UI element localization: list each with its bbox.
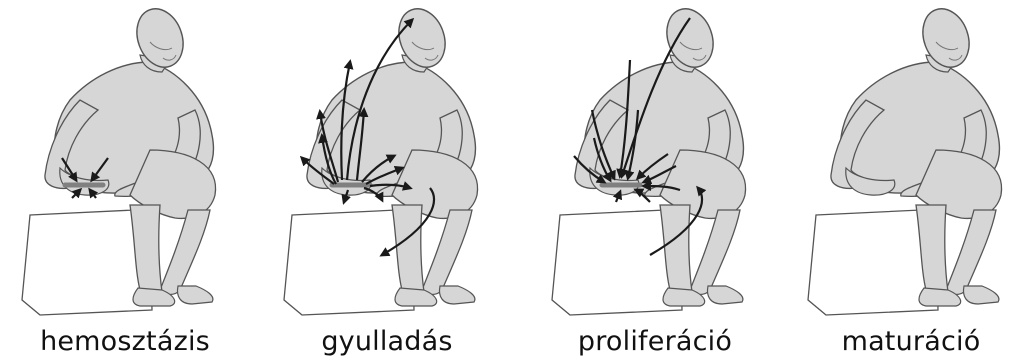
seated-figure-hemostasis [0,0,250,320]
panel-hemostasis [0,0,250,360]
caption-proliferation: proliferáció [530,326,780,357]
seated-figure-inflammation [262,0,512,320]
caption-maturation: maturáció [786,326,1019,357]
caption-inflammation: gyulladás [262,326,512,357]
panel-maturation [786,0,1019,360]
seated-figure-proliferation [530,0,780,320]
seated-figure-maturation [786,0,1019,320]
panel-proliferation [530,0,780,360]
panel-inflammation [262,0,512,360]
caption-hemostasis: hemosztázis [0,326,250,357]
